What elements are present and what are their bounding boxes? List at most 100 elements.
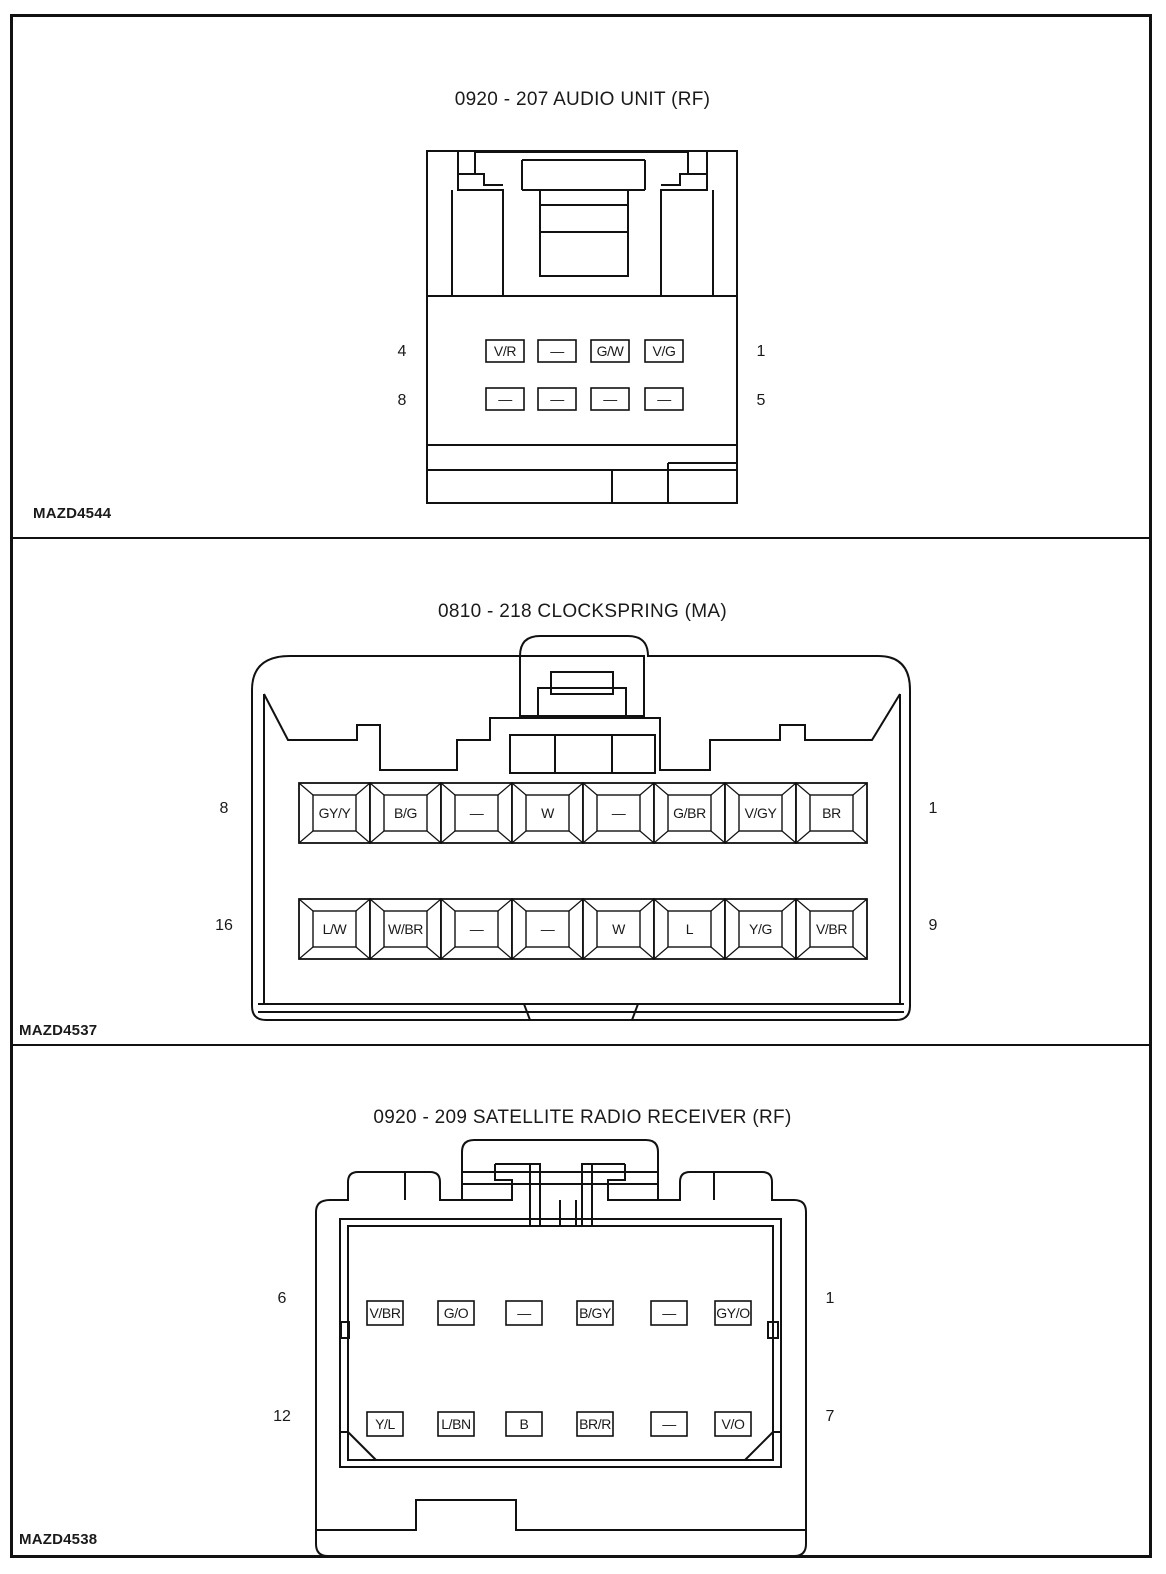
pin-inner bbox=[667, 794, 712, 832]
figure-code: MAZD4538 bbox=[19, 1531, 98, 1548]
pin-cavity: — bbox=[650, 1411, 688, 1437]
pin-box bbox=[437, 1411, 475, 1437]
pin-bevel bbox=[497, 830, 513, 844]
pin-cavity: W/BR bbox=[369, 898, 442, 960]
figure-code: MAZD4537 bbox=[19, 1022, 98, 1039]
pin-cavity: — bbox=[590, 387, 630, 411]
pin-bevel bbox=[298, 898, 314, 912]
wire-color-label: — bbox=[662, 1416, 676, 1432]
pin-bevel bbox=[440, 830, 456, 844]
connector-title: 0920 - 209 SATELLITE RADIO RECEIVER (RF) bbox=[373, 1107, 792, 1128]
pin-cavity: — bbox=[505, 1300, 543, 1326]
pin-bevel bbox=[582, 782, 598, 796]
pin-number-label: 16 bbox=[215, 917, 233, 934]
pin-cavity: W bbox=[511, 782, 584, 844]
pin-cavity: L bbox=[653, 898, 726, 960]
pin-bevel bbox=[497, 782, 513, 796]
pin-cavity: V/O bbox=[714, 1411, 752, 1437]
figure-code: MAZD4544 bbox=[33, 505, 112, 522]
pin-bevel bbox=[781, 898, 797, 912]
wire-color-label: V/BR bbox=[816, 921, 847, 937]
pin-bevel bbox=[298, 830, 314, 844]
pin-cavity: B bbox=[505, 1411, 543, 1437]
pin-bevel bbox=[426, 830, 442, 844]
pin-bevel bbox=[653, 898, 669, 912]
wire-color-label: — bbox=[603, 391, 617, 407]
pin-bevel bbox=[511, 782, 527, 796]
pin-bevel bbox=[369, 782, 385, 796]
wire-color-label: G/BR bbox=[673, 805, 706, 821]
pin-bevel bbox=[639, 946, 655, 960]
pin-bevel bbox=[568, 898, 584, 912]
pin-bevel bbox=[639, 782, 655, 796]
pin-bevel bbox=[639, 898, 655, 912]
pin-bevel bbox=[710, 830, 726, 844]
pin-bevel bbox=[497, 898, 513, 912]
pin-bevel bbox=[795, 946, 811, 960]
pin-number-label: 8 bbox=[219, 800, 229, 817]
pin-bevel bbox=[653, 830, 669, 844]
pin-cavity: — bbox=[511, 898, 584, 960]
wire-color-label: Y/G bbox=[749, 921, 772, 937]
wire-color-label: L/W bbox=[323, 921, 348, 937]
pin-bevel bbox=[852, 946, 868, 960]
pin-box bbox=[485, 387, 525, 411]
pin-bevel bbox=[724, 898, 740, 912]
wire-color-label: — bbox=[550, 391, 564, 407]
pin-bevel bbox=[440, 782, 456, 796]
pin-bevel bbox=[440, 898, 456, 912]
wire-color-label: V/R bbox=[494, 343, 516, 359]
pin-bevel bbox=[568, 830, 584, 844]
pin-inner bbox=[596, 910, 641, 948]
pin-bevel bbox=[426, 782, 442, 796]
panel-divider bbox=[13, 1044, 1152, 1046]
pin-bevel bbox=[710, 946, 726, 960]
pin-bevel bbox=[724, 946, 740, 960]
pin-bevel bbox=[511, 898, 527, 912]
pin-bevel bbox=[298, 946, 314, 960]
wire-color-label: — bbox=[657, 391, 671, 407]
wire-color-label: GY/O bbox=[716, 1305, 750, 1321]
wire-color-label: G/O bbox=[444, 1305, 469, 1321]
pin-bevel bbox=[511, 830, 527, 844]
pin-box bbox=[590, 339, 630, 363]
pin-inner bbox=[312, 794, 357, 832]
pin-box bbox=[505, 1300, 543, 1326]
pin-number-label: 1 bbox=[825, 1290, 835, 1307]
pin-box bbox=[537, 339, 577, 363]
pin-cavity: — bbox=[440, 898, 513, 960]
pin-bevel bbox=[568, 946, 584, 960]
pin-bevel bbox=[724, 782, 740, 796]
pin-cavity: BR bbox=[795, 782, 868, 844]
pin-cavity: Y/L bbox=[366, 1411, 404, 1437]
pin-number-label: 12 bbox=[273, 1408, 291, 1425]
pin-cavity: — bbox=[537, 387, 577, 411]
pin-inner bbox=[738, 794, 783, 832]
pin-cavity: V/BR bbox=[366, 1300, 404, 1326]
pin-bevel bbox=[355, 782, 371, 796]
panel-divider bbox=[13, 537, 1152, 539]
connector-title: 0920 - 207 AUDIO UNIT (RF) bbox=[454, 89, 711, 110]
pin-bevel bbox=[710, 898, 726, 912]
pin-bevel bbox=[795, 782, 811, 796]
wire-color-label: L bbox=[686, 921, 694, 937]
pin-cavity: B/G bbox=[369, 782, 442, 844]
pin-bevel bbox=[852, 898, 868, 912]
pin-bevel bbox=[582, 898, 598, 912]
pin-cavity: V/GY bbox=[724, 782, 797, 844]
pin-box bbox=[366, 1300, 404, 1326]
pin-number-label: 7 bbox=[825, 1408, 835, 1425]
wire-color-label: W bbox=[612, 921, 626, 937]
pin-bevel bbox=[355, 946, 371, 960]
wire-color-label: — bbox=[550, 343, 564, 359]
pin-cavity: G/W bbox=[590, 339, 630, 363]
wire-color-label: Y/L bbox=[375, 1416, 395, 1432]
pin-cavity: — bbox=[537, 339, 577, 363]
wire-color-label: W/BR bbox=[388, 921, 423, 937]
pin-number-label: 1 bbox=[756, 343, 766, 360]
pin-bevel bbox=[795, 830, 811, 844]
pin-cavity: V/G bbox=[644, 339, 684, 363]
